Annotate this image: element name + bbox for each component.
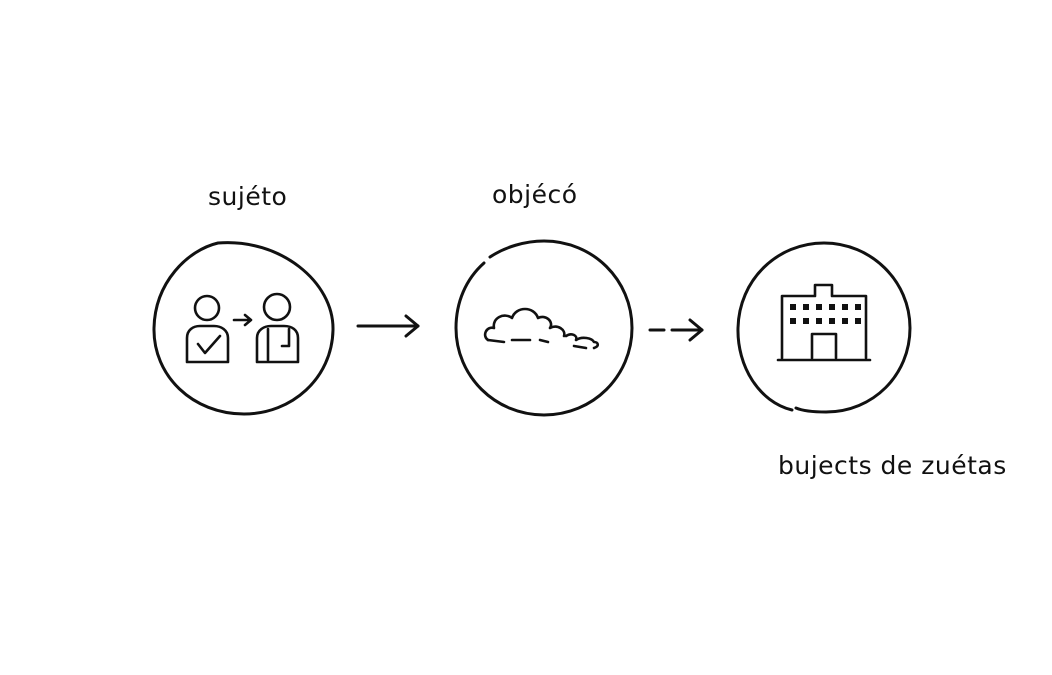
node-object	[454, 239, 634, 417]
building-icon	[776, 283, 872, 362]
node-result-label: bujects de zuétas	[778, 451, 1007, 480]
node-result	[736, 241, 912, 414]
node-result-circle	[736, 241, 912, 414]
node-object-circle	[454, 239, 634, 417]
node-subject	[152, 241, 335, 416]
people-transfer-icon	[185, 292, 300, 364]
node-subject-label: sujéto	[208, 182, 288, 211]
building-windows	[790, 304, 861, 324]
node-object-label: objécó	[492, 180, 578, 209]
edge-subject-to-object	[356, 314, 420, 338]
node-subject-circle	[152, 241, 335, 416]
cloud-icon	[483, 307, 600, 350]
edge-object-to-result	[648, 318, 704, 342]
